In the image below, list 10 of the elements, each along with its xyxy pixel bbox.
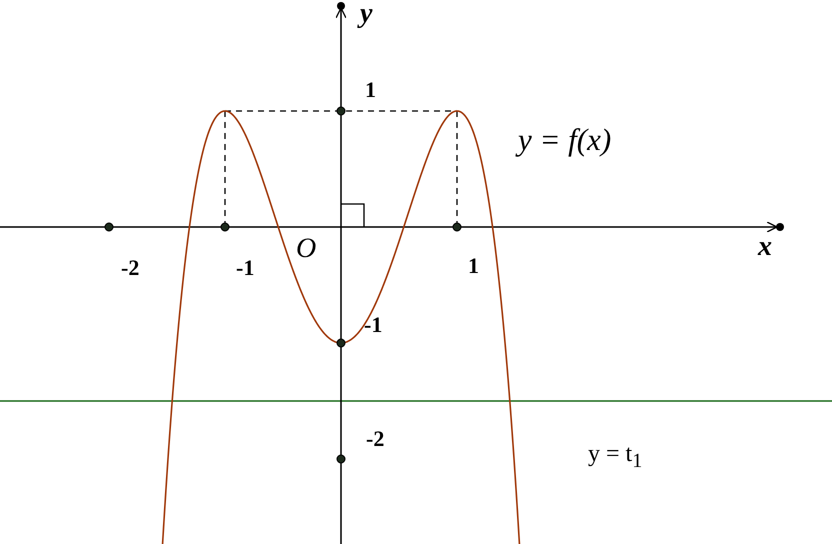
axis-label: x xyxy=(758,233,772,261)
tick-label: -2 xyxy=(121,257,140,279)
origin-label: O xyxy=(296,235,316,263)
tick-label: 1 xyxy=(468,255,479,277)
function-label: y = f(x) xyxy=(518,124,612,155)
tick-label: 1 xyxy=(365,79,376,101)
line-label: y = t$_{1}$ xyxy=(588,442,642,471)
tick-label: -1 xyxy=(364,314,382,336)
tick-label: -1 xyxy=(236,257,254,279)
tick-label: -2 xyxy=(366,428,384,450)
